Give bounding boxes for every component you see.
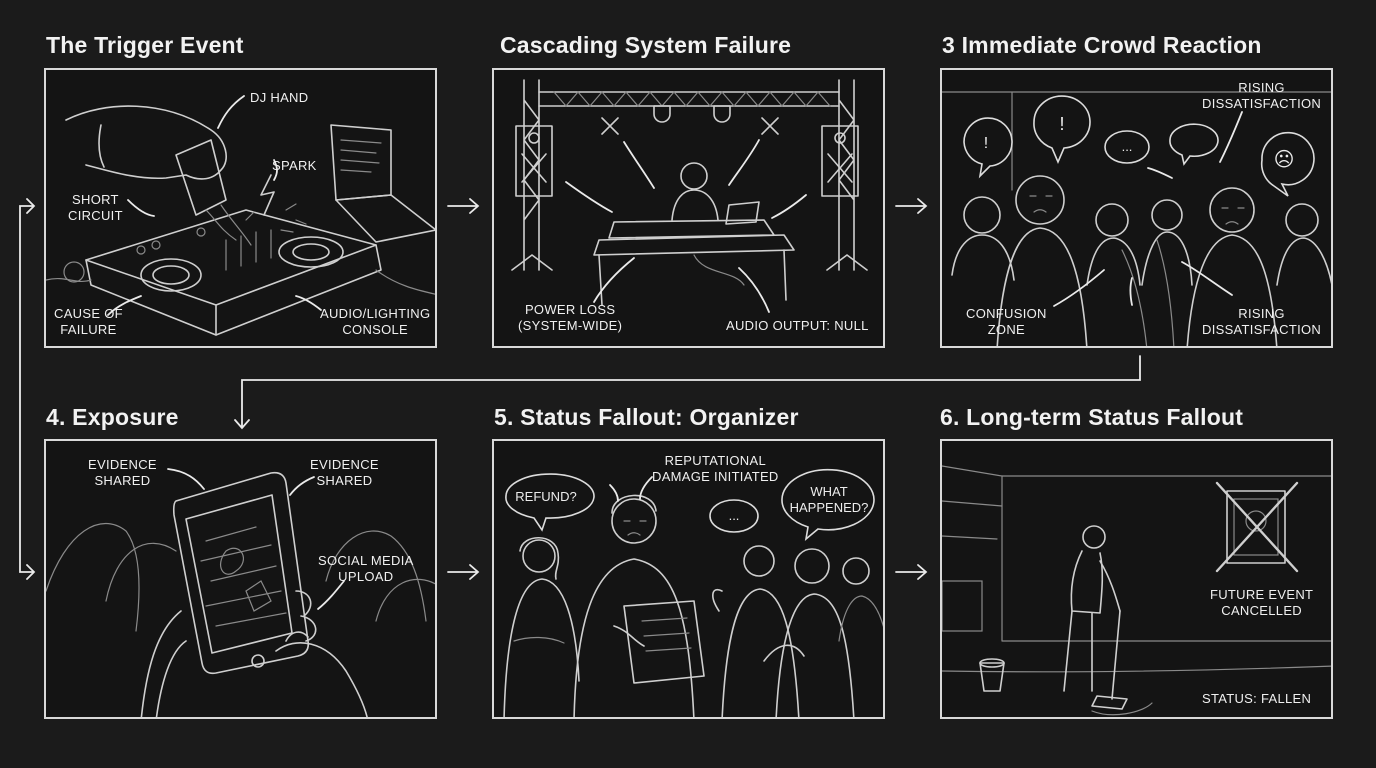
- label-future-event: FUTURE EVENT CANCELLED: [1210, 587, 1314, 618]
- panel-longterm: FUTURE EVENT CANCELLED STATUS: FALLEN: [940, 439, 1333, 719]
- panel-title-trigger: The Trigger Event: [46, 32, 244, 58]
- arrow-1-to-2: [447, 198, 480, 214]
- arrow-2-to-3: [895, 198, 928, 214]
- crowd-bubble-empty: [1169, 123, 1219, 166]
- label-evidence-right: EVIDENCE SHARED: [310, 457, 379, 488]
- crowd-bubble-exclaim-2: [1033, 95, 1091, 165]
- bubble-what-happened: [781, 468, 875, 541]
- organizer-sketch: REFUND? ... WHAT HAPPENED?: [503, 468, 883, 717]
- svg-text:...: ...: [1122, 139, 1133, 154]
- smartphone: [172, 471, 310, 675]
- label-dj-hand: DJ HAND: [250, 90, 309, 105]
- label-short-circuit: SHORT CIRCUIT: [68, 192, 123, 223]
- cancelled-poster: [1215, 481, 1299, 573]
- panel-crowd: ! ! ... ☹ RISING DISSATISFACTION CONFUSI…: [940, 68, 1333, 348]
- panel-title-longterm: 6. Long-term Status Fallout: [940, 404, 1244, 430]
- arrow-4-to-5: [447, 564, 480, 580]
- label-evidence-left: EVIDENCE SHARED: [88, 457, 157, 488]
- crowd-bubble-exclaim-1: [963, 117, 1013, 179]
- svg-text:!: !: [984, 135, 988, 152]
- crowd-sketch: ! ! ... ☹: [942, 91, 1331, 346]
- panel-exposure: EVIDENCE SHARED EVIDENCE SHARED SOCIAL M…: [44, 439, 437, 719]
- svg-text:!: !: [1059, 114, 1064, 134]
- bubble-what-happened-l2: HAPPENED?: [790, 500, 869, 515]
- label-social-upload: SOCIAL MEDIA UPLOAD: [318, 553, 414, 584]
- panel-organizer: REFUND? ... WHAT HAPPENED? REPUTATIONAL …: [492, 439, 885, 719]
- label-spark: SPARK: [272, 158, 317, 173]
- panel-cascading: POWER LOSS (SYSTEM-WIDE) AUDIO OUTPUT: N…: [492, 68, 885, 348]
- arrow-loop-left: [19, 198, 36, 580]
- crowd-bubble-dots: [1104, 130, 1150, 164]
- label-power-loss: POWER LOSS (SYSTEM-WIDE): [518, 302, 623, 333]
- label-console: AUDIO/LIGHTING CONSOLE: [320, 306, 431, 337]
- panel-title-cascading: Cascading System Failure: [500, 32, 792, 58]
- label-rising-top: RISING DISSATISFACTION: [1202, 80, 1322, 111]
- cascading-sketch: [511, 79, 868, 313]
- bubble-what-happened-l1: WHAT: [810, 484, 847, 499]
- label-reputational: REPUTATIONAL DAMAGE INITIATED: [652, 453, 779, 484]
- panel-title-organizer: 5. Status Fallout: Organizer: [494, 404, 799, 430]
- arrow-5-to-6: [895, 564, 928, 580]
- crowd-figures: [951, 175, 1331, 346]
- trigger-sketch: [46, 95, 435, 336]
- panel-trigger: DJ HAND SPARK SHORT CIRCUIT CAUSE OF FAI…: [44, 68, 437, 348]
- label-rising-bottom: RISING DISSATISFACTION: [1202, 306, 1322, 337]
- bubble-dots: [709, 499, 759, 533]
- bubble-refund-text: REFUND?: [515, 489, 576, 504]
- longterm-sketch: [942, 465, 1331, 716]
- label-confusion-zone: CONFUSION ZONE: [966, 306, 1047, 337]
- panel-title-crowd: 3 Immediate Crowd Reaction: [942, 32, 1262, 58]
- bubble-dots-text: ...: [729, 508, 740, 523]
- bubble-refund: [505, 473, 595, 532]
- label-cause-of-failure: CAUSE OF FAILURE: [54, 306, 123, 337]
- svg-text:☹: ☹: [1274, 149, 1295, 171]
- panel-title-exposure: 4. Exposure: [46, 404, 179, 430]
- label-status: STATUS: FALLEN: [1202, 691, 1312, 706]
- crowd-bubble-sad: [1260, 131, 1315, 197]
- exposure-sketch: [46, 468, 435, 717]
- label-audio-output: AUDIO OUTPUT: NULL: [726, 318, 869, 333]
